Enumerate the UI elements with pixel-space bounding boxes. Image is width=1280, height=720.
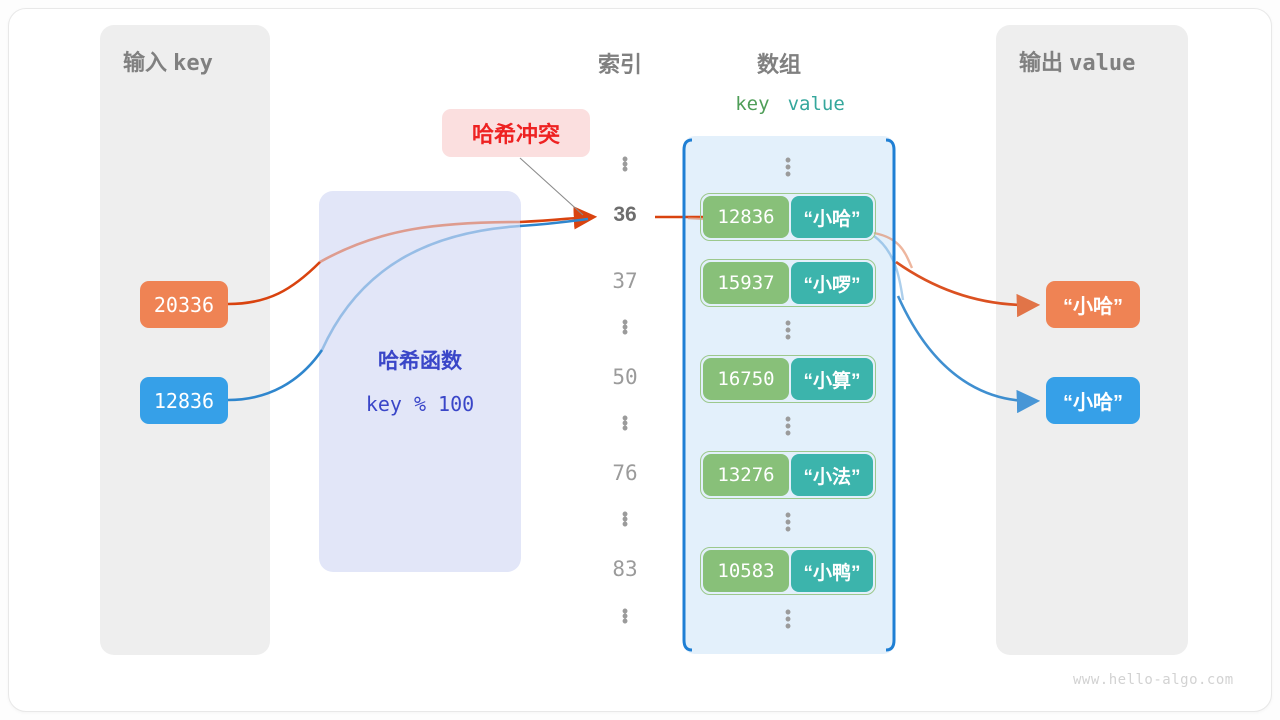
input-panel-title-mono: key: [173, 51, 213, 76]
index-label-83: 83: [612, 557, 638, 581]
entry-value: “小鸭”: [790, 550, 873, 592]
index-ellipsis: •••: [621, 408, 629, 438]
input-key-chip[interactable]: 12836: [140, 377, 228, 424]
array-entry[interactable]: 16750“小算”: [700, 355, 876, 403]
hash-collision-badge: 哈希冲突: [442, 109, 590, 157]
output-panel-title-cn: 输出: [1019, 50, 1064, 75]
entry-key: 16750: [703, 358, 789, 400]
hash-function-box: [319, 191, 521, 572]
index-ellipsis: •••: [621, 312, 629, 342]
array-ellipsis: •••: [784, 602, 792, 636]
output-panel-title: 输出 value: [1019, 45, 1135, 77]
value-column-label: value: [787, 93, 845, 115]
index-ellipsis: •••: [621, 504, 629, 534]
output-panel-title-mono: value: [1069, 51, 1136, 76]
entry-key: 10583: [703, 550, 789, 592]
entry-key: 12836: [703, 196, 789, 238]
entry-value: “小啰”: [790, 262, 873, 304]
key-column-label: key: [735, 93, 770, 115]
entry-value: “小哈”: [790, 196, 873, 238]
array-column-header: 数组: [757, 52, 802, 77]
key-value-subheader: key value: [700, 93, 880, 115]
index-label-36: 36: [613, 203, 637, 226]
index-label-76: 76: [612, 461, 638, 485]
index-label-37: 37: [612, 269, 638, 293]
entry-key: 13276: [703, 454, 789, 496]
entry-key: 15937: [703, 262, 789, 304]
input-panel-title-cn: 输入: [123, 50, 168, 75]
index-column-header: 索引: [598, 52, 643, 77]
array-ellipsis: •••: [784, 505, 792, 539]
hash-function-formula: key % 100: [365, 392, 475, 416]
index-ellipsis: •••: [621, 601, 629, 631]
watermark: www.hello-algo.com: [1073, 672, 1234, 688]
array-entry[interactable]: 13276“小法”: [700, 451, 876, 499]
output-value-panel: [996, 25, 1188, 655]
output-value-chip[interactable]: “小哈”: [1046, 377, 1140, 424]
index-label-50: 50: [612, 365, 638, 389]
array-ellipsis: •••: [784, 313, 792, 347]
hash-function-label: 哈希函数: [378, 350, 462, 373]
entry-value: “小算”: [790, 358, 873, 400]
output-value-chip[interactable]: “小哈”: [1046, 281, 1140, 328]
input-panel-title: 输入 key: [123, 45, 213, 77]
array-ellipsis: •••: [784, 150, 792, 184]
input-key-panel: [100, 25, 270, 655]
index-ellipsis: •••: [621, 149, 629, 179]
array-entry[interactable]: 12836“小哈”: [700, 193, 876, 241]
entry-value: “小法”: [790, 454, 873, 496]
array-ellipsis: •••: [784, 409, 792, 443]
array-entry[interactable]: 10583“小鸭”: [700, 547, 876, 595]
array-entry[interactable]: 15937“小啰”: [700, 259, 876, 307]
input-key-chip[interactable]: 20336: [140, 281, 228, 328]
